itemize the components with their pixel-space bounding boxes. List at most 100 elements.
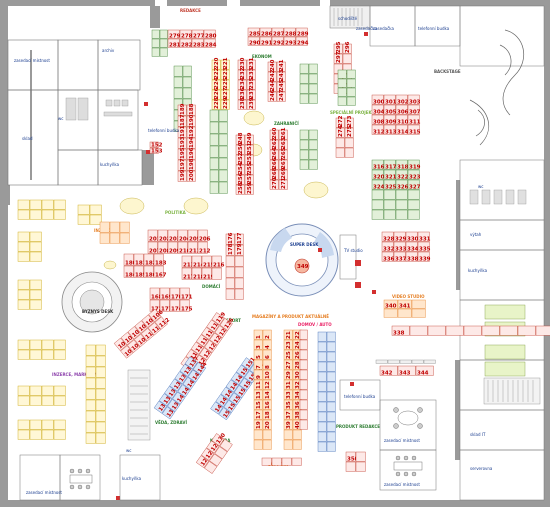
desk[interactable] <box>234 288 244 300</box>
desk[interactable] <box>383 94 396 105</box>
desk[interactable] <box>244 164 254 175</box>
desk[interactable] <box>177 229 188 242</box>
desk[interactable] <box>317 381 327 392</box>
desk[interactable] <box>317 361 327 372</box>
desk[interactable] <box>355 451 366 462</box>
desk[interactable] <box>225 233 235 245</box>
desk[interactable] <box>53 395 66 406</box>
desk[interactable] <box>29 209 42 220</box>
desk[interactable] <box>157 241 168 254</box>
desk[interactable] <box>317 351 327 362</box>
desk[interactable] <box>269 139 279 150</box>
desk[interactable] <box>371 189 384 200</box>
desk[interactable] <box>173 76 183 88</box>
desk[interactable] <box>187 241 198 254</box>
desk[interactable] <box>95 366 106 378</box>
desk[interactable] <box>337 87 347 97</box>
desk[interactable] <box>218 169 228 182</box>
desk[interactable] <box>395 199 408 210</box>
desk[interactable] <box>371 94 384 105</box>
desk[interactable] <box>308 139 318 150</box>
desk[interactable] <box>29 395 42 406</box>
desk[interactable] <box>147 229 158 242</box>
desk[interactable] <box>299 419 308 430</box>
desk[interactable] <box>262 379 272 390</box>
desk[interactable] <box>151 47 160 57</box>
desk[interactable] <box>53 385 66 396</box>
desk[interactable] <box>235 174 245 185</box>
desk[interactable] <box>267 71 277 82</box>
desk[interactable] <box>355 461 366 472</box>
desk[interactable] <box>41 395 54 406</box>
desk[interactable] <box>211 69 221 80</box>
desk[interactable] <box>85 366 96 378</box>
desk[interactable] <box>209 332 223 346</box>
desk[interactable] <box>209 453 223 467</box>
desk[interactable] <box>383 199 396 210</box>
desk[interactable] <box>218 145 228 158</box>
desk[interactable] <box>244 184 254 195</box>
desk[interactable] <box>177 148 187 160</box>
desk[interactable] <box>191 29 204 39</box>
desk[interactable] <box>383 189 396 200</box>
desk[interactable] <box>346 78 356 88</box>
desk[interactable] <box>179 287 190 300</box>
desk[interactable] <box>109 232 120 244</box>
desk[interactable] <box>253 389 263 400</box>
desk[interactable] <box>95 377 106 389</box>
desk[interactable] <box>211 312 225 326</box>
desk[interactable] <box>184 356 198 370</box>
desk[interactable] <box>133 253 144 266</box>
desk[interactable] <box>517 325 536 336</box>
desk[interactable] <box>177 170 187 182</box>
desk[interactable] <box>220 79 230 90</box>
desk[interactable] <box>29 339 42 350</box>
desk[interactable] <box>271 27 284 37</box>
desk[interactable] <box>276 91 286 102</box>
desk[interactable] <box>113 337 127 351</box>
desk[interactable] <box>233 385 248 398</box>
desk[interactable] <box>395 189 408 200</box>
desk[interactable] <box>201 255 212 268</box>
desk[interactable] <box>225 379 239 393</box>
desk[interactable] <box>53 419 66 430</box>
desk[interactable] <box>308 83 318 94</box>
desk[interactable] <box>335 117 345 128</box>
desk[interactable] <box>381 231 394 242</box>
desk[interactable] <box>182 376 196 390</box>
desk[interactable] <box>371 124 384 135</box>
desk[interactable] <box>278 169 288 180</box>
desk[interactable] <box>383 159 396 170</box>
desk[interactable] <box>95 432 106 444</box>
desk[interactable] <box>204 461 218 474</box>
desk[interactable] <box>182 76 192 88</box>
desk[interactable] <box>371 209 384 220</box>
desk[interactable] <box>85 410 96 422</box>
desk[interactable] <box>235 144 245 155</box>
desk[interactable] <box>308 93 318 104</box>
desk[interactable] <box>299 339 308 350</box>
desk[interactable] <box>235 134 245 145</box>
desk[interactable] <box>239 377 253 391</box>
desk[interactable] <box>299 73 309 84</box>
desk[interactable] <box>253 419 263 430</box>
desk[interactable] <box>407 104 420 115</box>
desk[interactable] <box>140 328 155 342</box>
desk[interactable] <box>197 229 208 242</box>
desk[interactable] <box>317 411 327 422</box>
desk[interactable] <box>344 147 354 158</box>
desk[interactable] <box>174 371 188 385</box>
desk[interactable] <box>371 104 384 115</box>
desk[interactable] <box>167 229 178 242</box>
desk[interactable] <box>253 429 263 440</box>
desk[interactable] <box>317 401 327 412</box>
desk[interactable] <box>417 241 430 252</box>
desk[interactable] <box>269 169 279 180</box>
desk[interactable] <box>379 365 398 376</box>
desk[interactable] <box>225 266 235 278</box>
desk[interactable] <box>209 145 219 158</box>
desk[interactable] <box>407 159 420 170</box>
desk[interactable] <box>299 369 308 380</box>
desk[interactable] <box>95 399 106 411</box>
desk[interactable] <box>209 181 219 194</box>
